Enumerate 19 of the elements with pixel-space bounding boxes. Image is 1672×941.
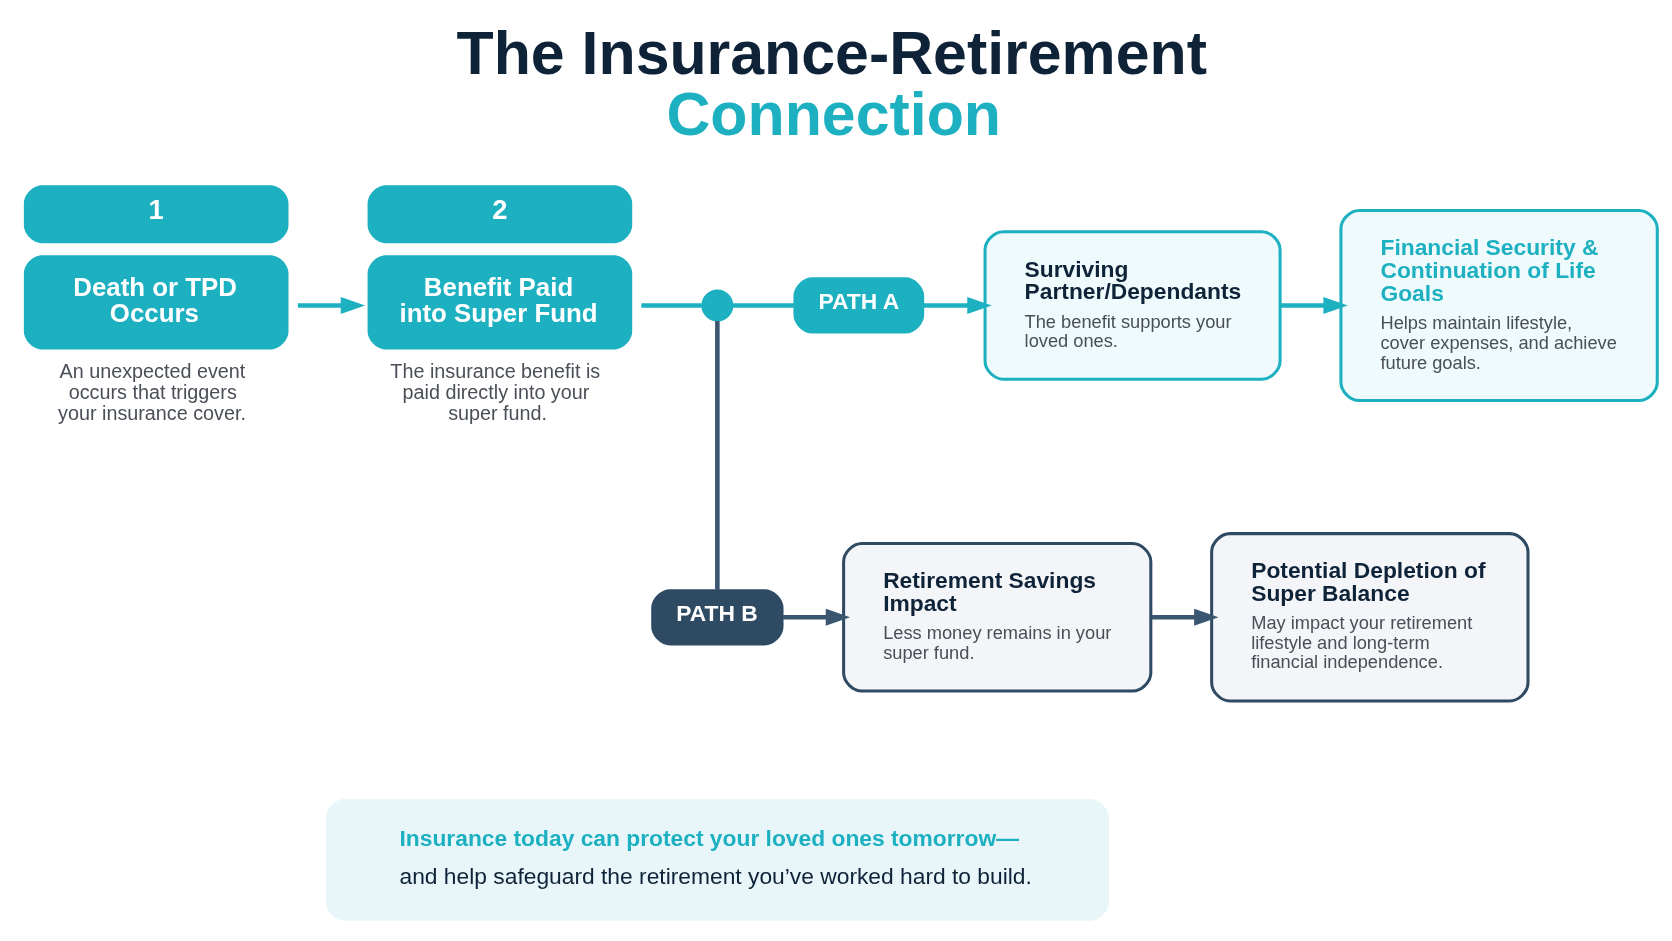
arrow	[297, 296, 366, 315]
diagram-title: The Insurance-Retirement Connection	[456, 19, 1207, 149]
arrow	[1280, 296, 1348, 315]
node-box: Insurance today can protect your loved ones tomorrow— and help safeguard the retirement you’ve worked hard to build.	[325, 799, 1109, 921]
connector	[641, 303, 702, 308]
node-circle	[701, 289, 734, 322]
connector	[715, 321, 720, 590]
node-label: The insurance benefit is paid directly into your super fund.	[390, 359, 601, 425]
arrow	[782, 608, 851, 626]
node-box: PATH A	[793, 277, 925, 334]
node-box: Financial Security & Continuation of Life Goals Helps maintain lifestyle, cover expenses, and achieve future goals.	[1339, 208, 1659, 403]
connector	[732, 303, 794, 308]
node-box: Potential Depletion of Super Balance May impact your retirement lifestyle and long-term financial independence.	[1210, 532, 1530, 703]
arrow	[1151, 608, 1219, 626]
node-box: Retirement Savings Impact Less money remains in your super fund.	[842, 542, 1153, 693]
node-box: PATH B	[651, 589, 784, 646]
node-label: An unexpected event occurs that triggers your insurance cover.	[58, 359, 246, 425]
node-box: Surviving Partner/Dependants The benefit supports your loved ones.	[983, 230, 1282, 381]
arrow	[923, 296, 992, 315]
